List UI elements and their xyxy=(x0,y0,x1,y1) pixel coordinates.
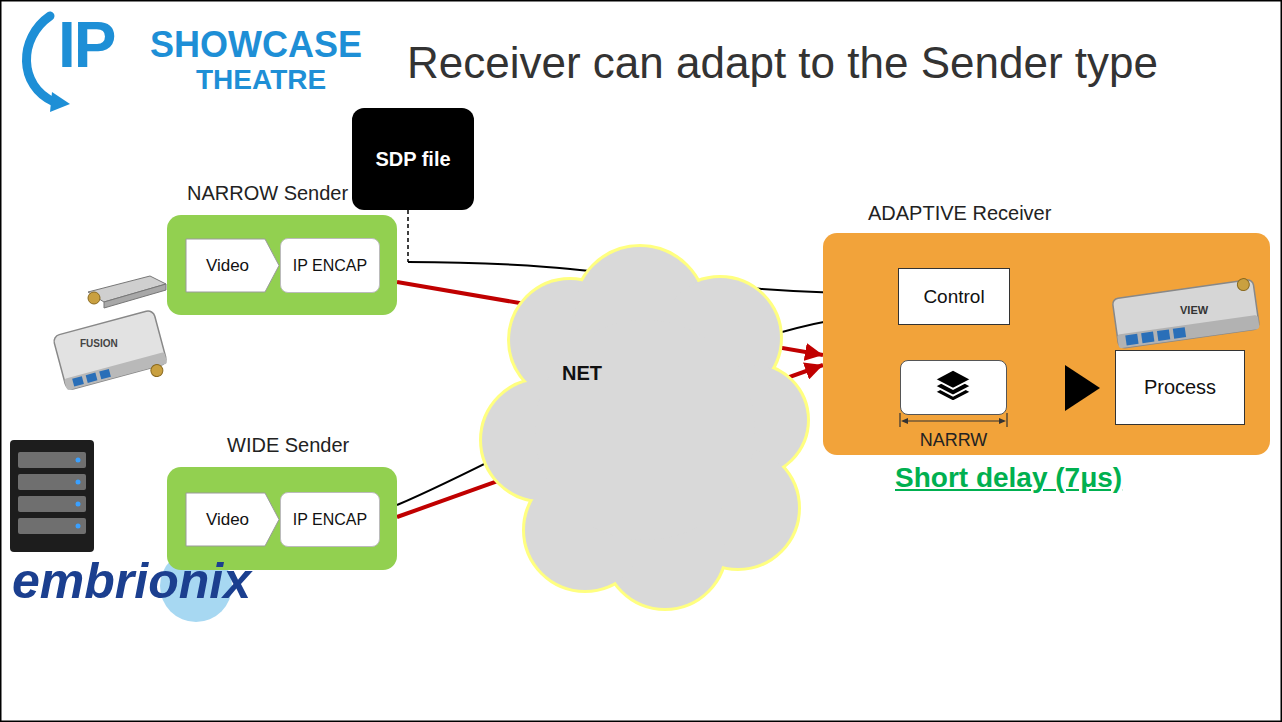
encap-box: IP ENCAP xyxy=(280,492,380,547)
node-text: NET xyxy=(558,362,606,385)
control-box: Control xyxy=(898,268,1010,325)
node-text: Video xyxy=(206,510,249,530)
device-brand: FUSION xyxy=(80,338,118,349)
logo-text: IP xyxy=(58,8,114,82)
network-cloud: NET xyxy=(490,250,800,600)
connector-line xyxy=(407,210,409,262)
logo-text: THEATRE xyxy=(196,64,326,96)
sdp-file-box: SDP file xyxy=(352,108,474,210)
slide-title: Receiver can adapt to the Sender type xyxy=(407,38,1158,88)
node-text: SDP file xyxy=(375,148,450,171)
video-stage: Video xyxy=(185,492,280,547)
node-text: Control xyxy=(923,286,984,308)
server-illustration xyxy=(10,440,94,552)
node-text: IP ENCAP xyxy=(293,257,367,275)
node-text: IP ENCAP xyxy=(293,511,367,529)
node-text: NARRW xyxy=(901,430,1006,451)
company-logo: embrionix xyxy=(12,552,251,610)
device-brand: VIEW xyxy=(1180,304,1208,316)
logo-text: SHOWCASE xyxy=(150,24,362,66)
node-text: Video xyxy=(206,256,249,276)
node-text: NARROW Sender xyxy=(187,182,348,205)
sender-box: NARROW SenderVideoIP ENCAP xyxy=(167,215,397,315)
sfp-module xyxy=(88,276,166,308)
receiver-box: ADAPTIVE ReceiverControlNARRWProcess xyxy=(823,233,1270,455)
delay-note: Short delay (7μs) xyxy=(895,462,1122,494)
process-box: Process xyxy=(1115,350,1245,425)
fusion-device xyxy=(53,309,171,400)
buffer-box: NARRW xyxy=(900,360,1007,415)
video-stage: Video xyxy=(185,238,280,293)
node-text: WIDE Sender xyxy=(227,434,349,457)
cloud-shape xyxy=(490,250,800,600)
node-text: Process xyxy=(1144,376,1216,399)
encap-box: IP ENCAP xyxy=(280,238,380,293)
stack-icon xyxy=(901,361,1006,414)
node-text: ADAPTIVE Receiver xyxy=(868,202,1051,225)
